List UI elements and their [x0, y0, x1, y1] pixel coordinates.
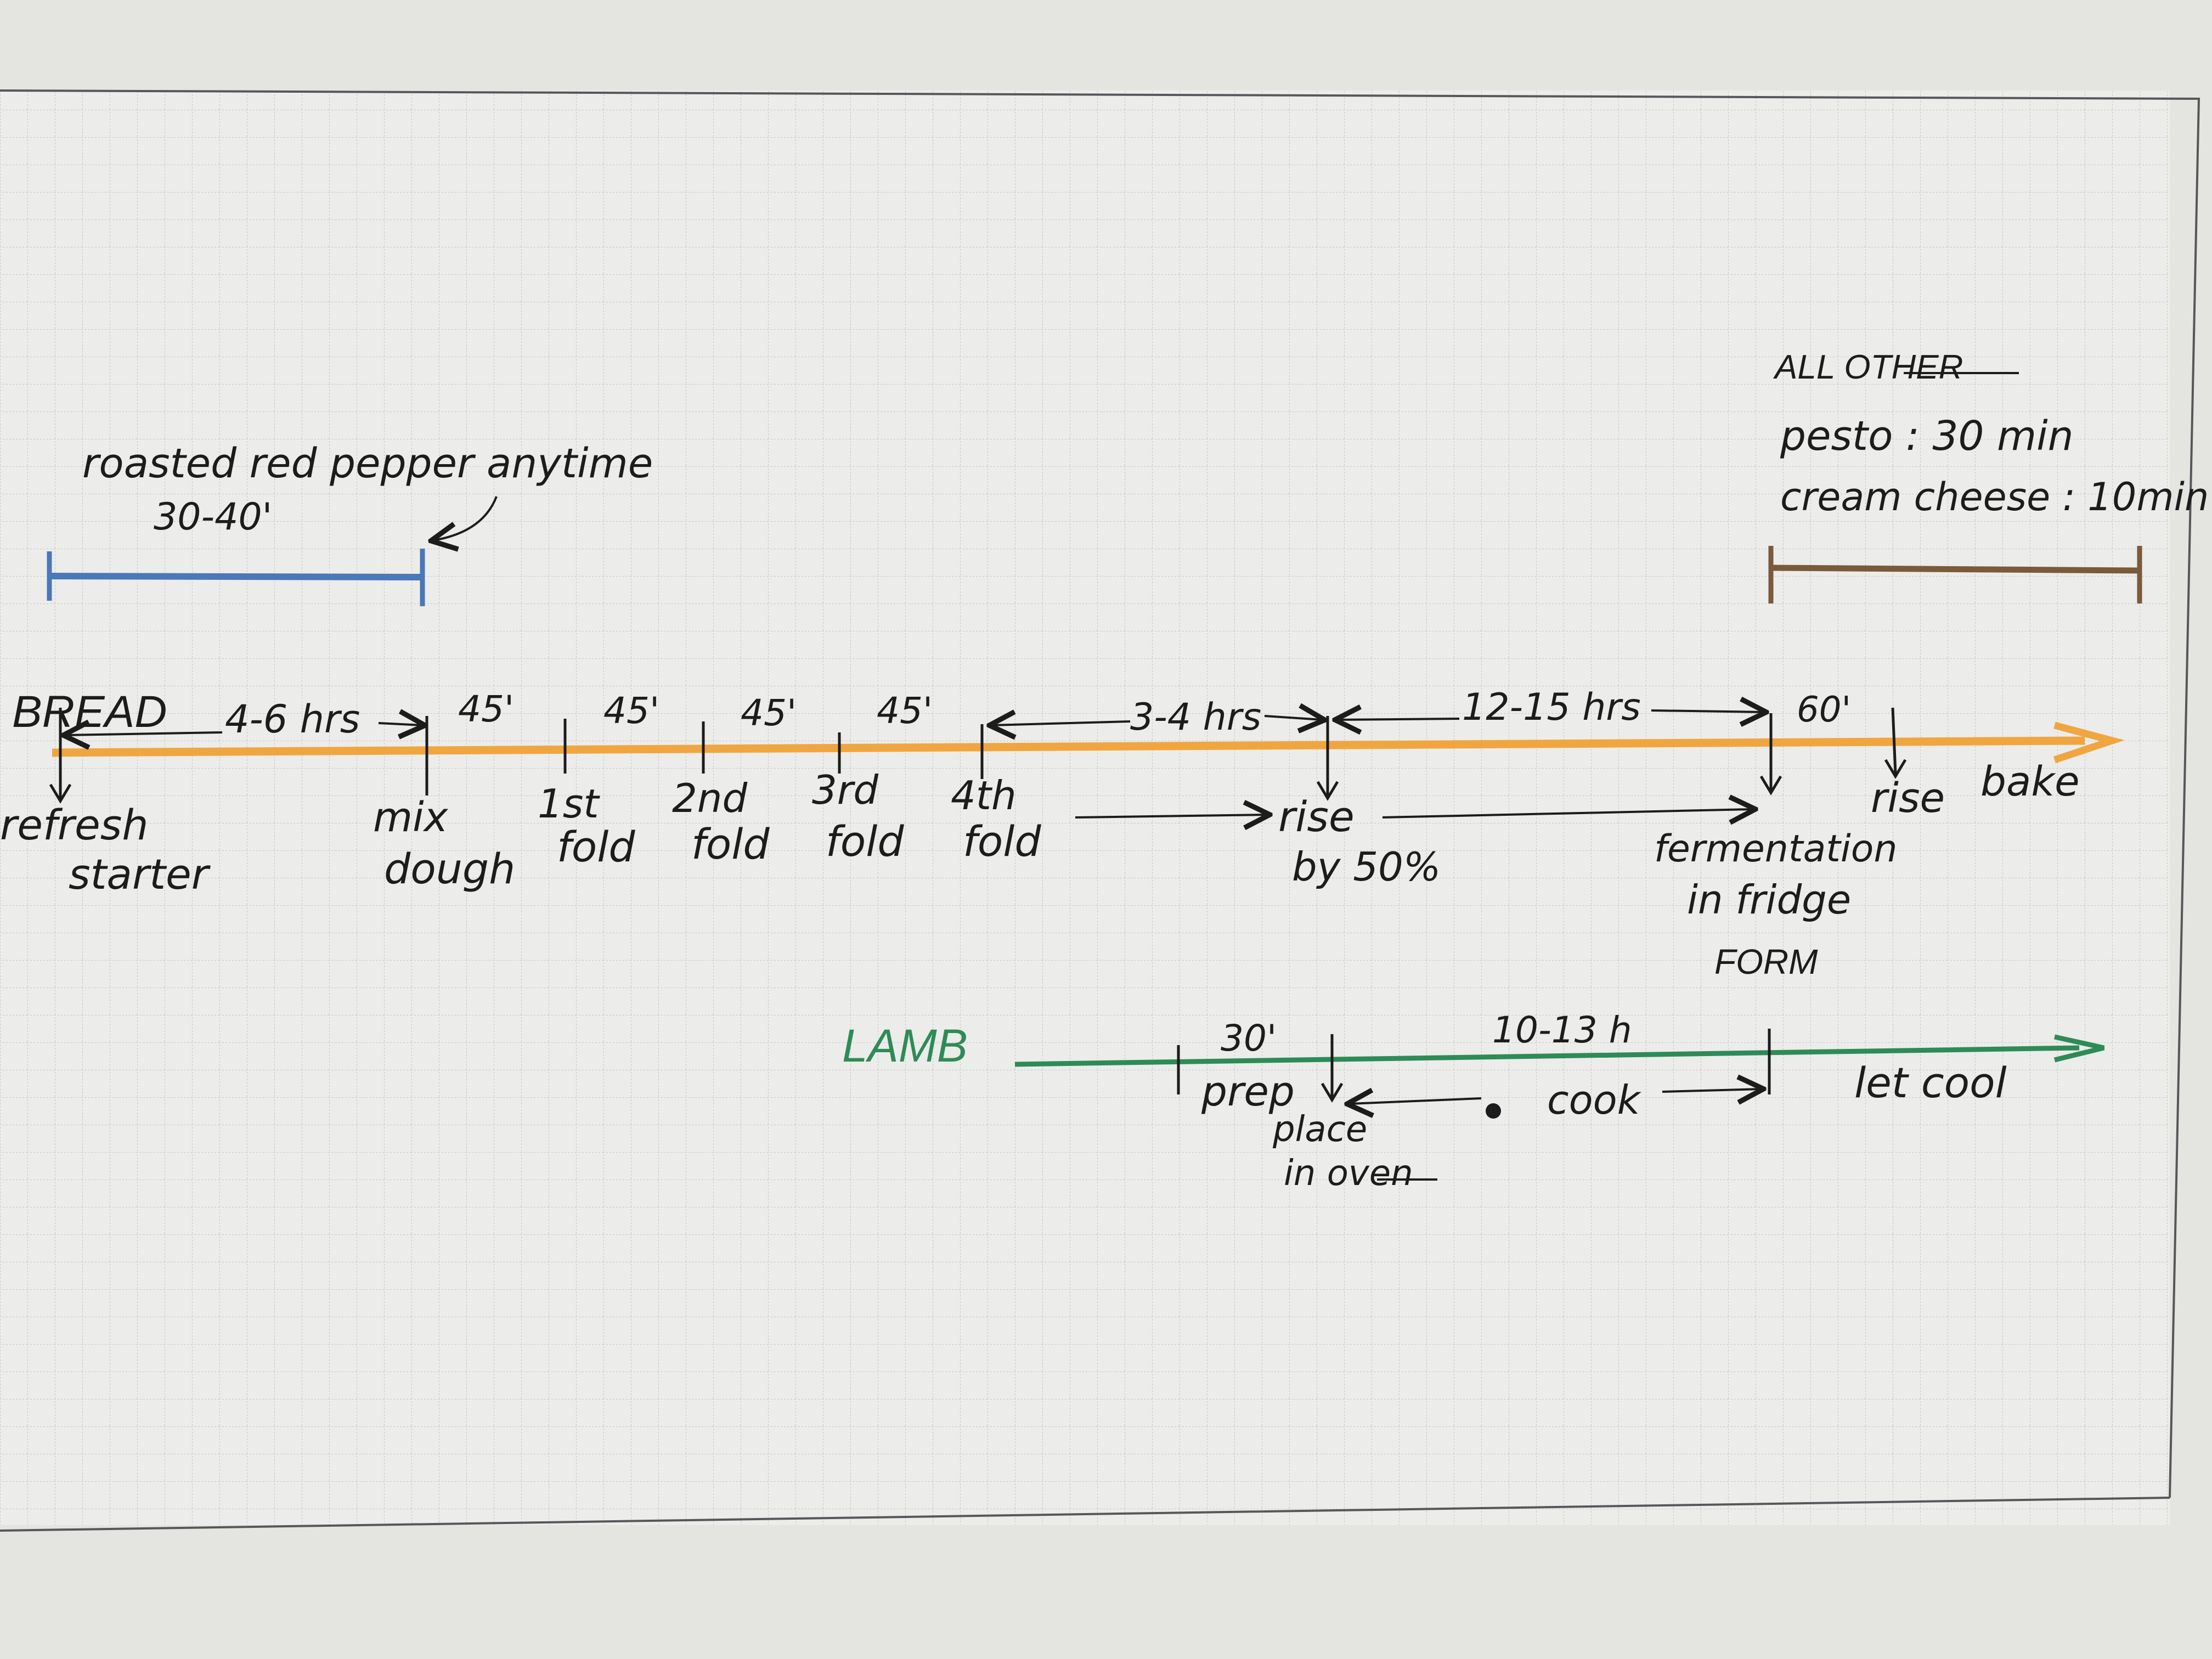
step-2nd: 2nd	[672, 775, 748, 821]
bread-timeline-arrowhead	[2053, 721, 2125, 764]
lamb-place: place	[1272, 1109, 1367, 1150]
cook-arrow-right	[1662, 1089, 1761, 1092]
tick-rise-end-arrowhead	[1884, 759, 1907, 779]
tick-rise-end	[1891, 707, 1897, 774]
lamb-timeline	[1014, 1045, 2080, 1067]
lamb-in-oven: in oven	[1284, 1153, 1413, 1194]
cook-arrow-left	[1350, 1098, 1482, 1104]
lamb-ticks	[1177, 1029, 1771, 1097]
other-heading: ALL OTHER	[1773, 348, 1963, 386]
lamb-oven-check	[1321, 1082, 1344, 1103]
lamb-timeline-arrowhead	[2053, 1034, 2105, 1063]
bread-title: BREAD	[12, 687, 167, 737]
pepper-label: roasted red pepper anytime	[82, 440, 653, 487]
cook-marker-dot	[1486, 1103, 1501, 1119]
interval-fold3: 45'	[741, 692, 797, 734]
step-4th: 4th	[951, 772, 1017, 819]
step-in-fridge: in fridge	[1687, 877, 1851, 923]
rise-arrow-right	[1264, 716, 1322, 720]
interval-rise: 3-4 hrs	[1130, 696, 1261, 739]
step-rise-by: by 50%	[1292, 844, 1441, 890]
tick-refresh-arrowhead	[49, 783, 72, 804]
paper-edge-bottom	[0, 1497, 2170, 1532]
fridge-arrow-right	[1651, 710, 1764, 712]
step-refresh: refresh	[0, 800, 149, 849]
other-pesto: pesto : 30 min	[1780, 413, 2074, 460]
lamb-cook: cook	[1547, 1077, 1642, 1123]
step-starter: starter	[69, 850, 211, 899]
step-dough: dough	[384, 844, 515, 893]
interval-starter: 4-6 hrs	[225, 697, 360, 742]
bread-ticks	[59, 707, 1897, 798]
tick-rise-arrowhead	[1316, 781, 1339, 801]
step-3rd: 3rd	[812, 767, 879, 813]
step-rise: rise	[1278, 792, 1355, 841]
other-cream-cheese: cream cheese : 10min	[1780, 475, 2209, 520]
fold-to-rise-arrow	[1075, 815, 1267, 817]
lamb-prep: prep	[1201, 1068, 1295, 1115]
paper-edge-right	[2169, 98, 2200, 1498]
step-bake: bake	[1980, 758, 2080, 805]
rise-to-ferm-arrow	[1382, 809, 1753, 817]
step-fermentation: fermentation	[1654, 827, 1898, 871]
interval-proof: 60'	[1797, 690, 1851, 730]
step-mix: mix	[373, 794, 449, 841]
bread-timeline	[52, 736, 2085, 757]
pepper-duration: 30-40'	[154, 495, 272, 539]
interval-fold4: 45'	[877, 690, 933, 732]
other-bar	[1770, 565, 2140, 574]
step-1st: 1st	[538, 781, 600, 827]
pepper-bar	[49, 573, 423, 580]
lamb-cool: let cool	[1854, 1058, 2007, 1107]
pepper-pointer-arrow	[433, 496, 498, 540]
interval-fridge: 12-15 hrs	[1462, 686, 1641, 729]
interval-fold1: 45'	[458, 688, 514, 730]
step-1st-fold: fold	[557, 822, 635, 871]
tick-fermentation-arrowhead	[1759, 775, 1782, 795]
grid-pattern	[0, 91, 2170, 1525]
starter-arrow-left	[66, 732, 223, 735]
lamb-cook-time: 10-13 h	[1492, 1009, 1632, 1051]
step-4th-fold: fold	[963, 817, 1041, 866]
starter-arrow-right	[378, 723, 422, 725]
lamb-prep-time: 30'	[1221, 1017, 1277, 1059]
paper-edge-top	[0, 89, 2200, 100]
step-form: FORM	[1714, 942, 1818, 981]
step-3rd-fold: fold	[826, 817, 904, 866]
step-2nd-fold: fold	[691, 820, 770, 868]
interval-fold2: 45'	[603, 690, 659, 732]
fridge-arrow-left	[1338, 719, 1460, 720]
lamb-title: LAMB	[842, 1020, 968, 1071]
rise-arrow-left	[992, 721, 1131, 725]
step-rise-end: rise	[1871, 775, 1945, 822]
